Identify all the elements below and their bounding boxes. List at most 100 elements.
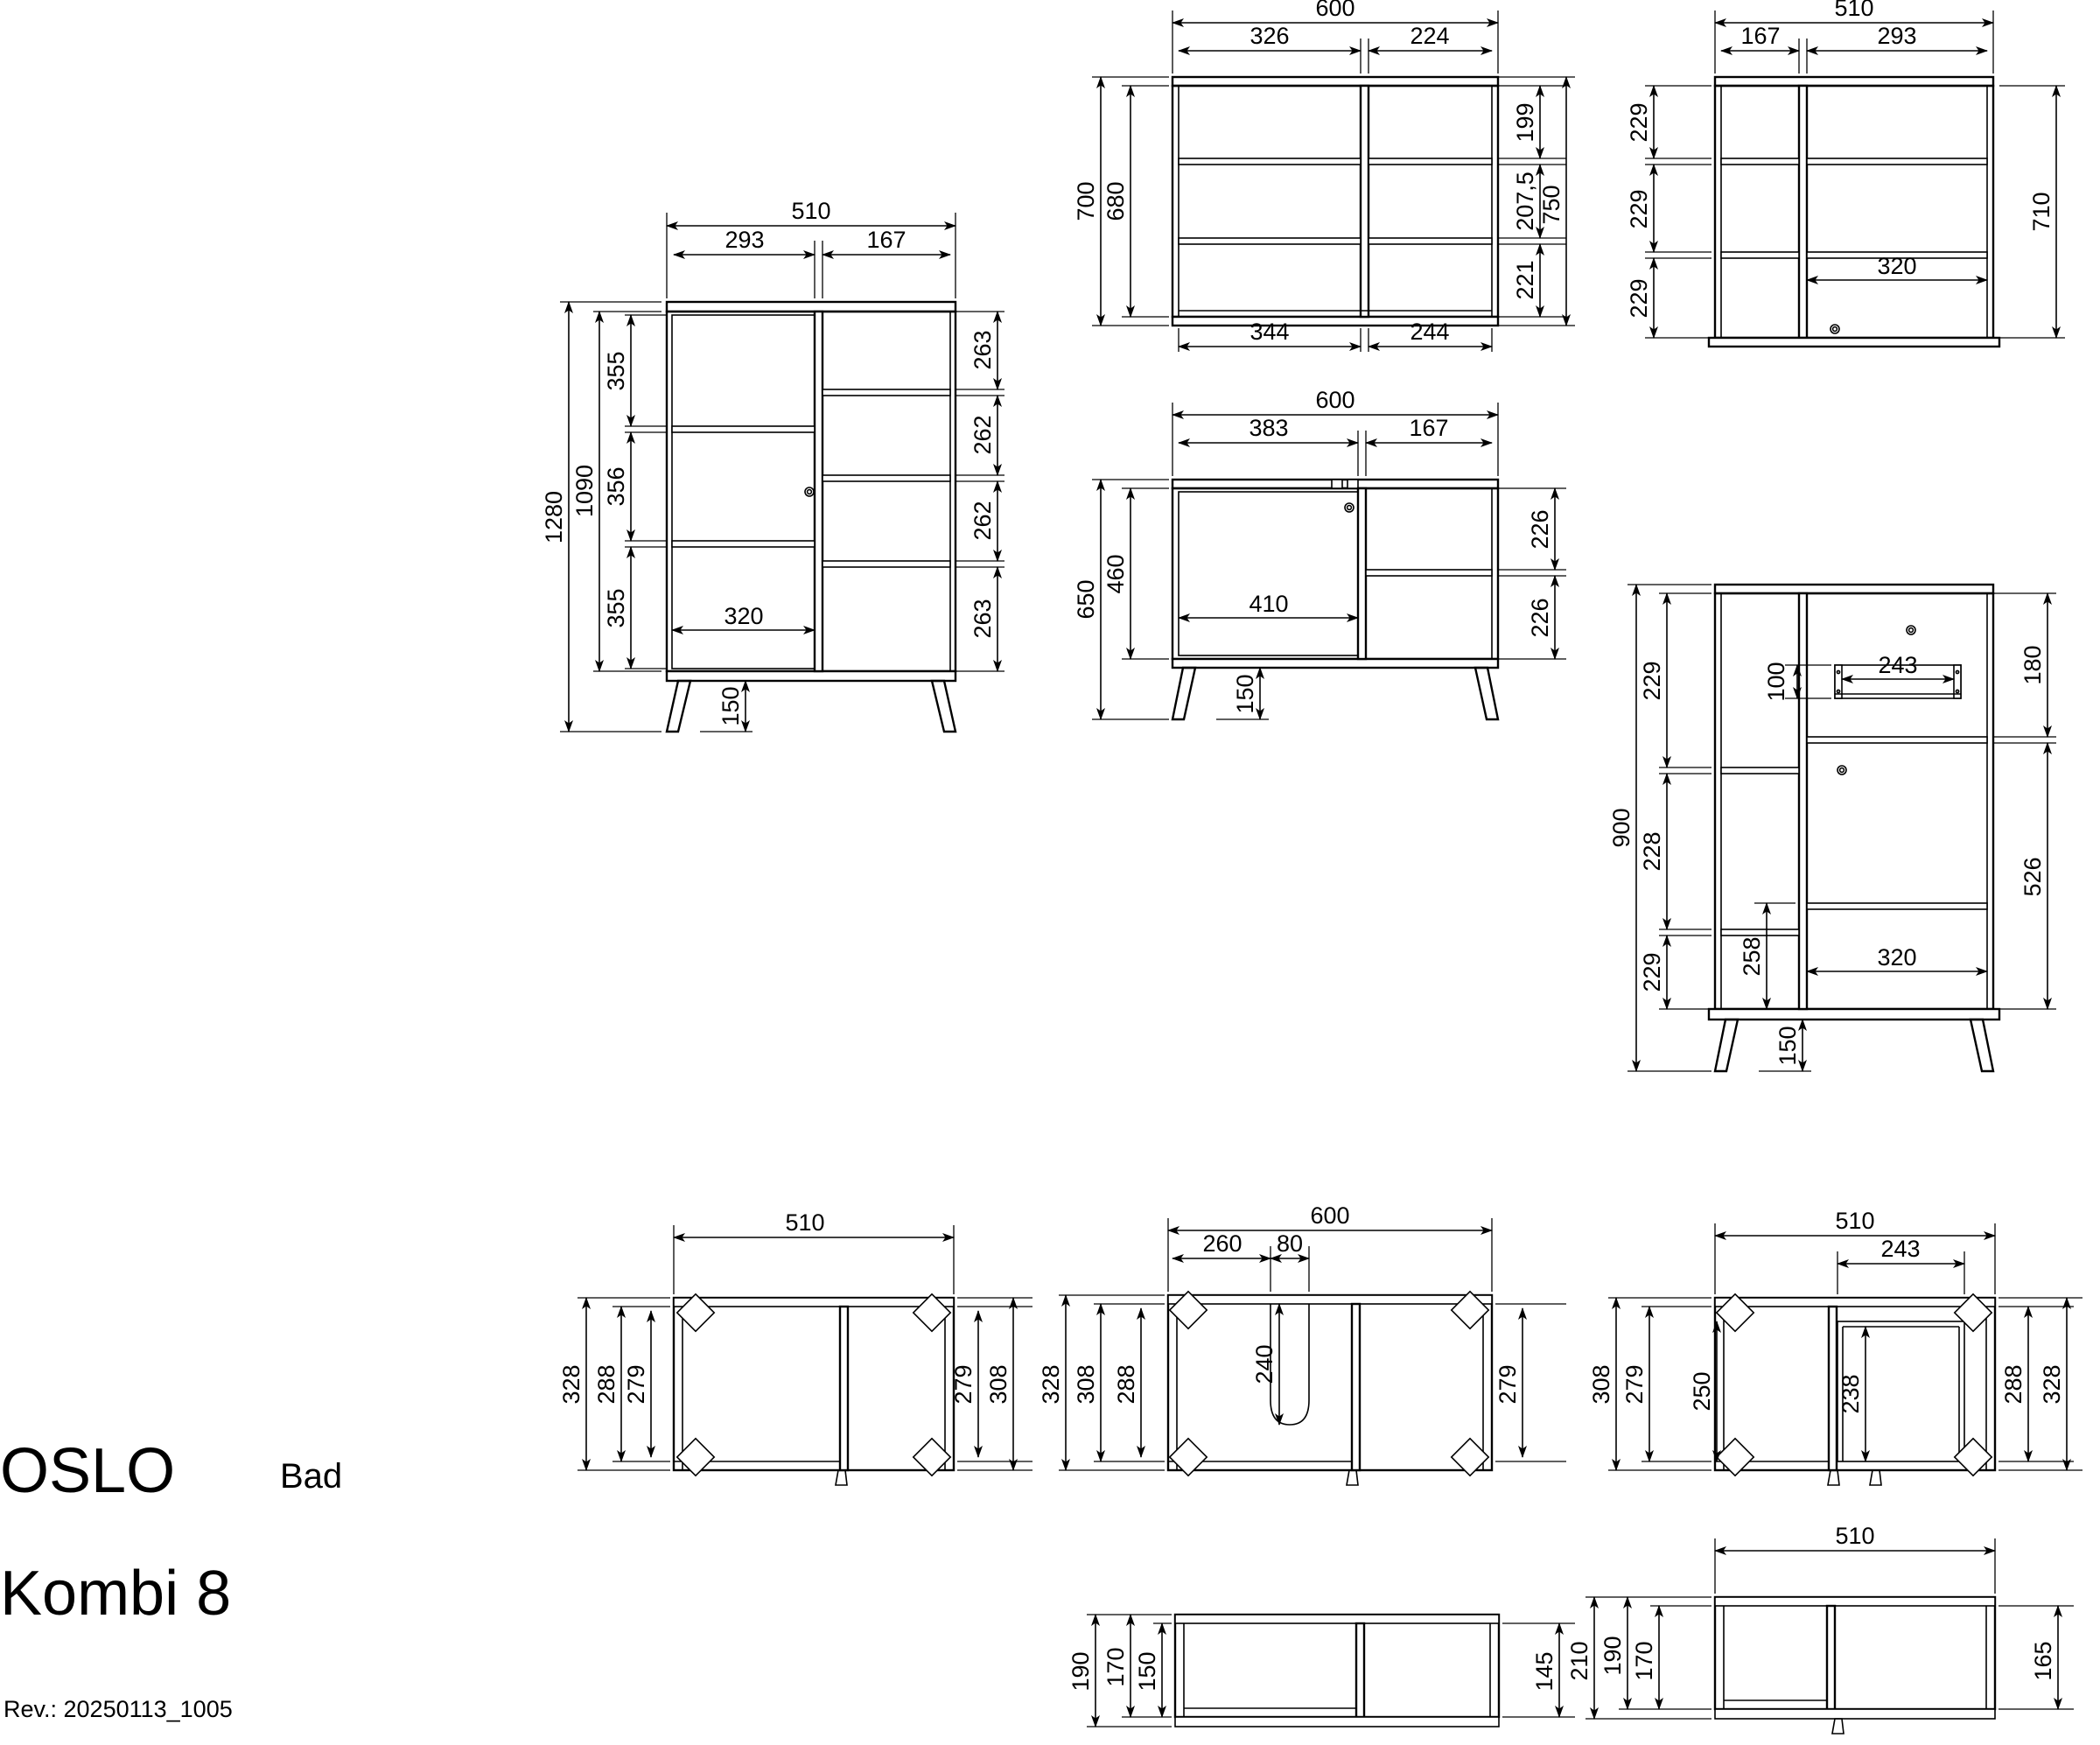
dim-v1-leg150: 150 (718, 686, 744, 725)
dim-v1-s355a: 355 (603, 351, 629, 390)
dim-v7-c80: 80 (1277, 1230, 1303, 1257)
dim-v2-h750: 750 (1538, 185, 1564, 224)
dim-v2-h700: 700 (1073, 181, 1099, 221)
revision-label: Rev.: 20250113_1005 (4, 1696, 233, 1722)
dim-v3-d320: 320 (1877, 253, 1916, 279)
dim-v3-w510: 510 (1834, 0, 1873, 21)
dim-v2-h680: 680 (1102, 181, 1129, 221)
dim-v9-h170: 170 (1102, 1647, 1129, 1686)
dim-v5-z180: 180 (2020, 645, 2046, 684)
dim-v6-d279r: 279 (950, 1364, 976, 1404)
dim-v5-d320: 320 (1877, 944, 1916, 971)
view-plan-510-a (672, 1293, 956, 1486)
wall-cabinet-510-dimensions: 510 167 293 229 229 229 710 320 (1626, 0, 2065, 339)
dim-v1-r263a: 263 (970, 330, 996, 369)
dim-v3-l229b: 229 (1626, 189, 1652, 228)
cabinet-510-drawer-dimensions: 900 229 228 229 100 243 180 526 258 (1608, 584, 2056, 1072)
dim-v5-h900: 900 (1608, 808, 1634, 847)
view-wall-cabinet-600-front (1171, 75, 1500, 327)
dim-v2-b244: 244 (1410, 319, 1449, 345)
dim-v6-d279l: 279 (623, 1364, 649, 1404)
dim-v5-leg150: 150 (1774, 1026, 1801, 1065)
dim-v8-d288: 288 (2000, 1364, 2026, 1404)
dim-v6-d328: 328 (558, 1364, 584, 1404)
category-label: Bad (280, 1457, 342, 1496)
dim-v5-l229b: 229 (1639, 952, 1665, 992)
dim-v3-l229a: 229 (1626, 102, 1652, 142)
dim-v2-w326: 326 (1250, 23, 1289, 49)
dim-v5-l229a: 229 (1639, 661, 1665, 700)
dim-v8-d279: 279 (1621, 1364, 1648, 1404)
dim-v6-d288: 288 (593, 1364, 620, 1404)
view-vanity-600-front (1171, 478, 1500, 721)
dim-v8-d238: 238 (1838, 1374, 1864, 1413)
dim-v1-w510: 510 (791, 198, 830, 224)
dim-v2-r2075: 207,5 (1512, 172, 1538, 231)
dim-v1-r262a: 262 (970, 415, 996, 454)
dim-v8-d308: 308 (1588, 1364, 1614, 1404)
dim-v2-r221: 221 (1512, 260, 1538, 299)
tall-cabinet-geometry (665, 300, 957, 733)
dim-v7-d288: 288 (1113, 1364, 1139, 1404)
dim-v5-l228: 228 (1639, 831, 1665, 871)
dim-v5-dw243: 243 (1878, 652, 1917, 678)
dim-v4-h460: 460 (1102, 554, 1129, 593)
dim-v2-b344: 344 (1250, 319, 1289, 345)
dim-v1-r263b: 263 (970, 599, 996, 638)
dim-v1-w167: 167 (866, 227, 906, 253)
dim-v7-d328: 328 (1038, 1364, 1064, 1404)
view-plan-600-vanity (1166, 1290, 1494, 1486)
dim-v7-d279: 279 (1494, 1364, 1521, 1404)
dim-v7-c260: 260 (1202, 1230, 1242, 1257)
dim-v4-d410: 410 (1249, 591, 1288, 617)
side-510-section-dimensions: 210 190 170 165 510 (1566, 1523, 2074, 1720)
dim-v5-dh100: 100 (1763, 662, 1789, 701)
tall-cabinet-dimensions: 510 293 167 1280 1090 355 356 355 (541, 198, 1004, 732)
dim-v2-w600: 600 (1315, 0, 1354, 21)
dim-v5-s258: 258 (1739, 936, 1765, 976)
dim-v1-w293: 293 (724, 227, 764, 253)
dim-v4-leg150: 150 (1232, 674, 1258, 713)
dim-v1-s356: 356 (603, 466, 629, 506)
dim-v8-w510: 510 (1835, 1208, 1874, 1234)
plan-600-vanity-dimensions: 600 260 80 328 308 288 240 279 (1038, 1202, 1566, 1471)
vanity-600-dimensions: 600 383 167 650 460 226 226 410 150 (1073, 387, 1566, 720)
dim-v9-h190: 190 (1068, 1651, 1094, 1691)
dim-v8-d250: 250 (1689, 1371, 1715, 1411)
dim-v10-h165: 165 (2030, 1641, 2056, 1680)
dim-v3-w167: 167 (1740, 23, 1780, 49)
dim-v4-w600: 600 (1315, 387, 1354, 413)
dim-v1-d320: 320 (724, 603, 763, 629)
dim-v3-w293: 293 (1877, 23, 1916, 49)
brand-name: OSLO (0, 1436, 175, 1506)
dim-v10-h190: 190 (1600, 1636, 1626, 1675)
combination-name: Kombi 8 (0, 1559, 231, 1629)
dim-v4-w383: 383 (1249, 415, 1288, 441)
dim-v2-r199: 199 (1512, 102, 1538, 142)
dim-v8-d328: 328 (2039, 1364, 2065, 1404)
plan-510-a-dimensions: 510 328 288 279 279 308 (558, 1209, 1032, 1471)
dim-v2-w224: 224 (1410, 23, 1449, 49)
dim-v7-w600: 600 (1310, 1202, 1349, 1229)
dim-v6-w510: 510 (785, 1209, 824, 1236)
dim-v8-dw243: 243 (1880, 1236, 1920, 1262)
dim-v10-h170: 170 (1631, 1641, 1657, 1680)
dim-v10-h210: 210 (1566, 1641, 1592, 1680)
view-side-600-section (1173, 1613, 1501, 1727)
plan-510-drawer-dimensions: 510 243 308 279 250 238 288 328 (1588, 1208, 2082, 1471)
dim-v7-c240: 240 (1251, 1344, 1278, 1384)
title-block: OSLO Bad Kombi 8 Rev.: 20250113_1005 (0, 1436, 342, 1722)
dim-v7-d308: 308 (1073, 1364, 1099, 1404)
dim-v1-r262b: 262 (970, 501, 996, 540)
dim-v1-h1280: 1280 (541, 491, 567, 543)
dim-v1-s355b: 355 (603, 588, 629, 627)
dim-v4-r226b: 226 (1527, 598, 1553, 637)
dim-v9-h150: 150 (1134, 1651, 1160, 1691)
dim-v3-h710: 710 (2028, 192, 2054, 231)
dim-v10-w510: 510 (1835, 1523, 1874, 1549)
dim-v5-h526: 526 (2020, 857, 2046, 896)
dim-v4-w167: 167 (1409, 415, 1448, 441)
dim-v6-d308: 308 (985, 1364, 1012, 1404)
dim-v4-h650: 650 (1073, 579, 1099, 619)
